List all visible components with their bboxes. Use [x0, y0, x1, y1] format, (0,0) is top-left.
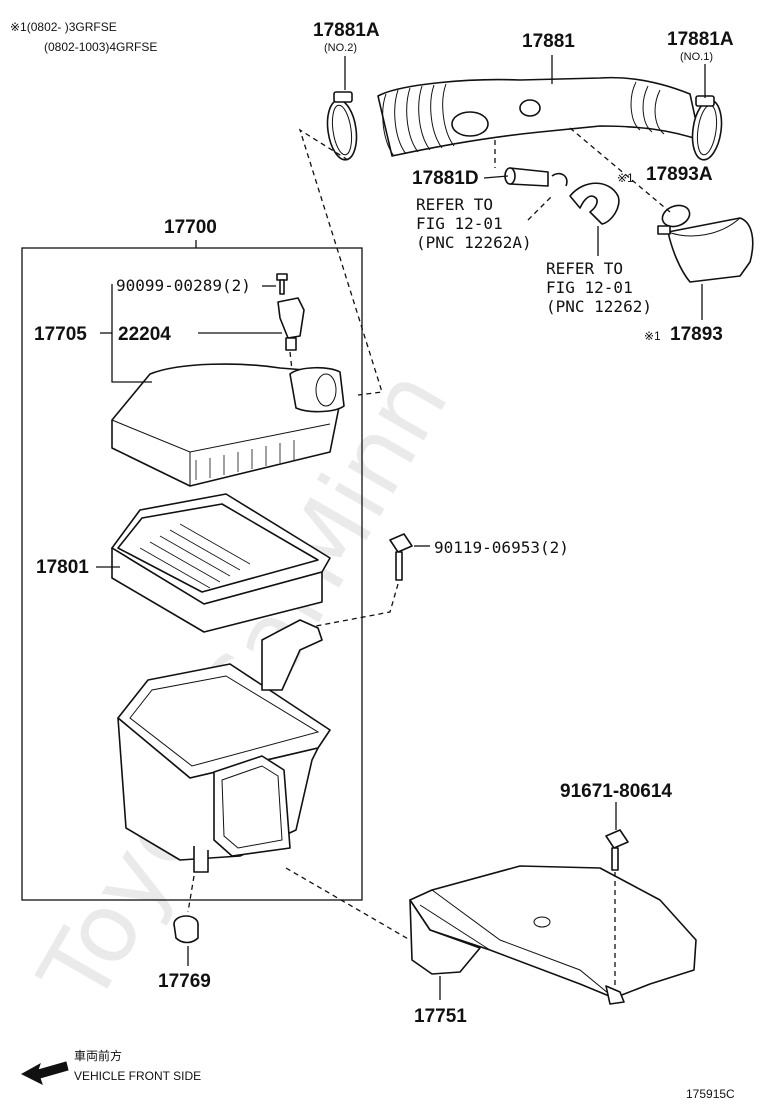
label-17881A-no1-sub: (NO.1) — [680, 51, 713, 63]
label-17700: 17700 — [164, 217, 217, 238]
mark-17893A: ※1 — [617, 171, 634, 185]
label-17705: 17705 — [34, 324, 87, 345]
label-17881: 17881 — [522, 31, 575, 52]
ref2-line1: REFER TO — [546, 259, 623, 278]
ref1-line1: REFER TO — [416, 195, 493, 214]
screw-90099[interactable] — [276, 273, 288, 295]
front-label-jp: 車両前方 — [74, 1048, 122, 1063]
note-line-1: ※1(0802- )3GRFSE — [10, 20, 117, 34]
vehicle-front-arrow — [20, 1061, 69, 1085]
intake-hose-17881[interactable] — [377, 76, 701, 157]
label-17893A: 17893A — [646, 164, 713, 185]
label-17893: 17893 — [670, 324, 723, 345]
cleaner-cap-17705[interactable] — [111, 363, 345, 487]
cleaner-case[interactable] — [117, 619, 331, 873]
ref2-line2: FIG 12-01 — [546, 278, 633, 297]
airflow-sensor-22204[interactable] — [277, 297, 305, 351]
mark-17893: ※1 — [644, 329, 661, 343]
label-17881A-no2-sub: (NO.2) — [324, 42, 357, 54]
label-17751: 17751 — [414, 1006, 467, 1027]
label-17881D: 17881D — [412, 168, 479, 189]
label-17881A-no2: 17881A — [313, 20, 380, 41]
resonator-17893[interactable] — [667, 217, 754, 283]
ref1-line2: FIG 12-01 — [416, 214, 503, 233]
grommet-17769[interactable] — [173, 915, 199, 944]
label-22204: 22204 — [118, 324, 171, 345]
bolt-90119[interactable] — [389, 533, 413, 581]
assembly-frame-17700 — [21, 247, 363, 901]
label-90119: 90119-06953(2) — [434, 538, 569, 557]
hose-12262[interactable] — [569, 182, 620, 225]
label-91671: 91671-80614 — [560, 781, 672, 802]
label-17881A-no1: 17881A — [667, 29, 734, 50]
label-17769: 17769 — [158, 971, 211, 992]
label-90099: 90099-00289(2) — [116, 276, 251, 295]
air-filter-element-17801[interactable] — [111, 493, 331, 633]
label-17801: 17801 — [36, 557, 89, 578]
front-label-en: VEHICLE FRONT SIDE — [74, 1069, 201, 1083]
hose-clamp-no2[interactable] — [324, 91, 360, 162]
ref1-line3: (PNC 12262A) — [416, 233, 532, 252]
figure-id: 175915C — [686, 1087, 735, 1101]
ref2-line3: (PNC 12262) — [546, 297, 652, 316]
note-line-2: (0802-1003)4GRFSE — [44, 40, 157, 54]
bolt-91671[interactable] — [605, 829, 629, 871]
union-17881D[interactable] — [504, 167, 568, 187]
hose-clamp-no1[interactable] — [689, 95, 725, 162]
inlet-duct-17751[interactable] — [409, 865, 697, 1005]
